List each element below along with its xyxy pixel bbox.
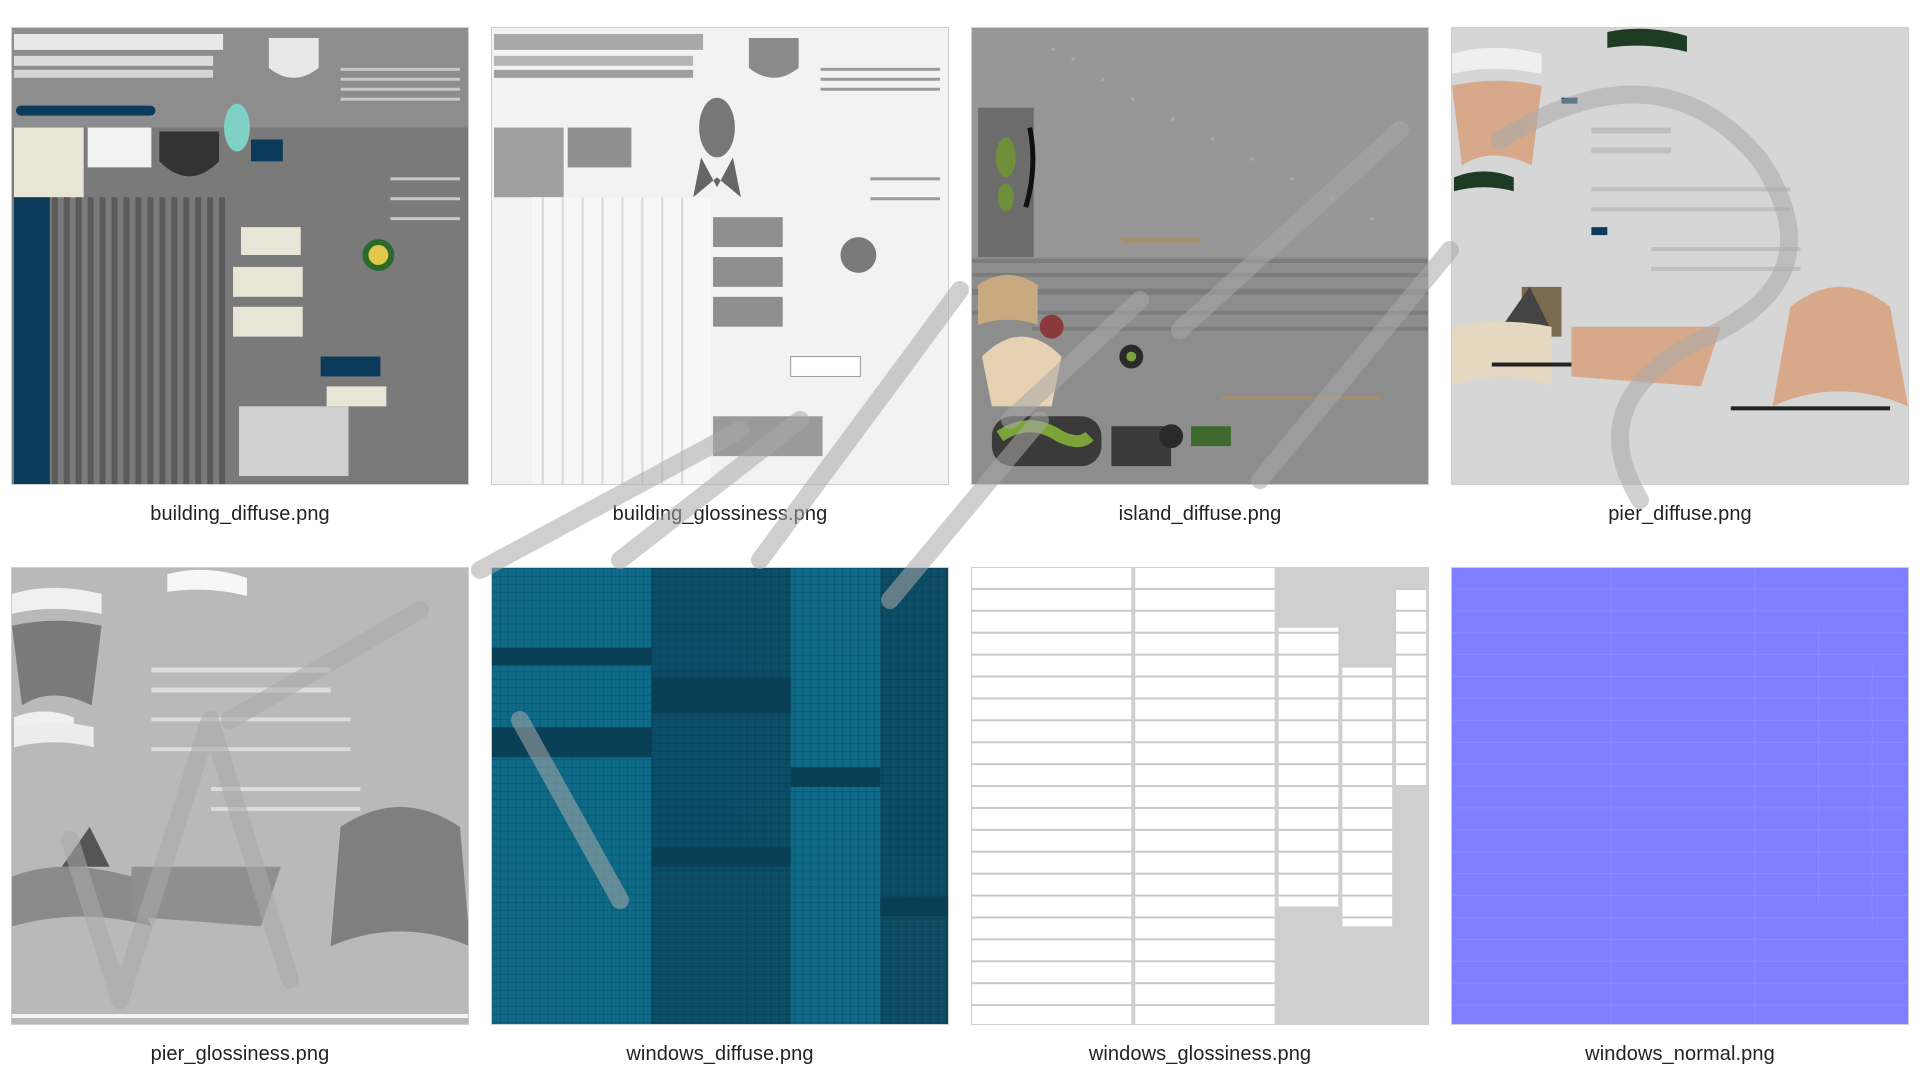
texture-thumbnail bbox=[491, 27, 949, 485]
texture-tile-building-diffuse: building_diffuse.png bbox=[11, 27, 469, 526]
texture-filename: building_glossiness.png bbox=[612, 503, 828, 525]
texture-tile-building-glossiness: building_glossiness.png bbox=[491, 27, 949, 526]
texture-thumbnail bbox=[971, 567, 1429, 1025]
texture-tile-windows-glossiness: windows_glossiness.png bbox=[971, 567, 1429, 1066]
texture-filename: building_diffuse.png bbox=[150, 503, 330, 525]
texture-tile-island-diffuse: island_diffuse.png bbox=[971, 27, 1429, 526]
texture-thumbnail bbox=[491, 567, 949, 1025]
texture-filename: windows_diffuse.png bbox=[626, 1043, 814, 1065]
texture-thumbnail bbox=[1451, 567, 1909, 1025]
texture-thumbnail bbox=[1451, 27, 1909, 485]
texture-tile-pier-diffuse: pier_diffuse.png bbox=[1451, 27, 1909, 526]
texture-thumbnail bbox=[971, 27, 1429, 485]
texture-tile-windows-normal: windows_normal.png bbox=[1451, 567, 1909, 1066]
texture-tile-pier-glossiness: pier_glossiness.png bbox=[11, 567, 469, 1066]
texture-filename: pier_diffuse.png bbox=[1608, 503, 1752, 525]
texture-filename: windows_glossiness.png bbox=[1088, 1043, 1312, 1065]
texture-thumbnail bbox=[11, 27, 469, 485]
texture-thumbnail bbox=[11, 567, 469, 1025]
texture-filename: pier_glossiness.png bbox=[150, 1043, 330, 1065]
texture-filename: windows_normal.png bbox=[1585, 1043, 1775, 1065]
texture-tile-windows-diffuse: windows_diffuse.png bbox=[491, 567, 949, 1066]
texture-filename: island_diffuse.png bbox=[1118, 503, 1282, 525]
